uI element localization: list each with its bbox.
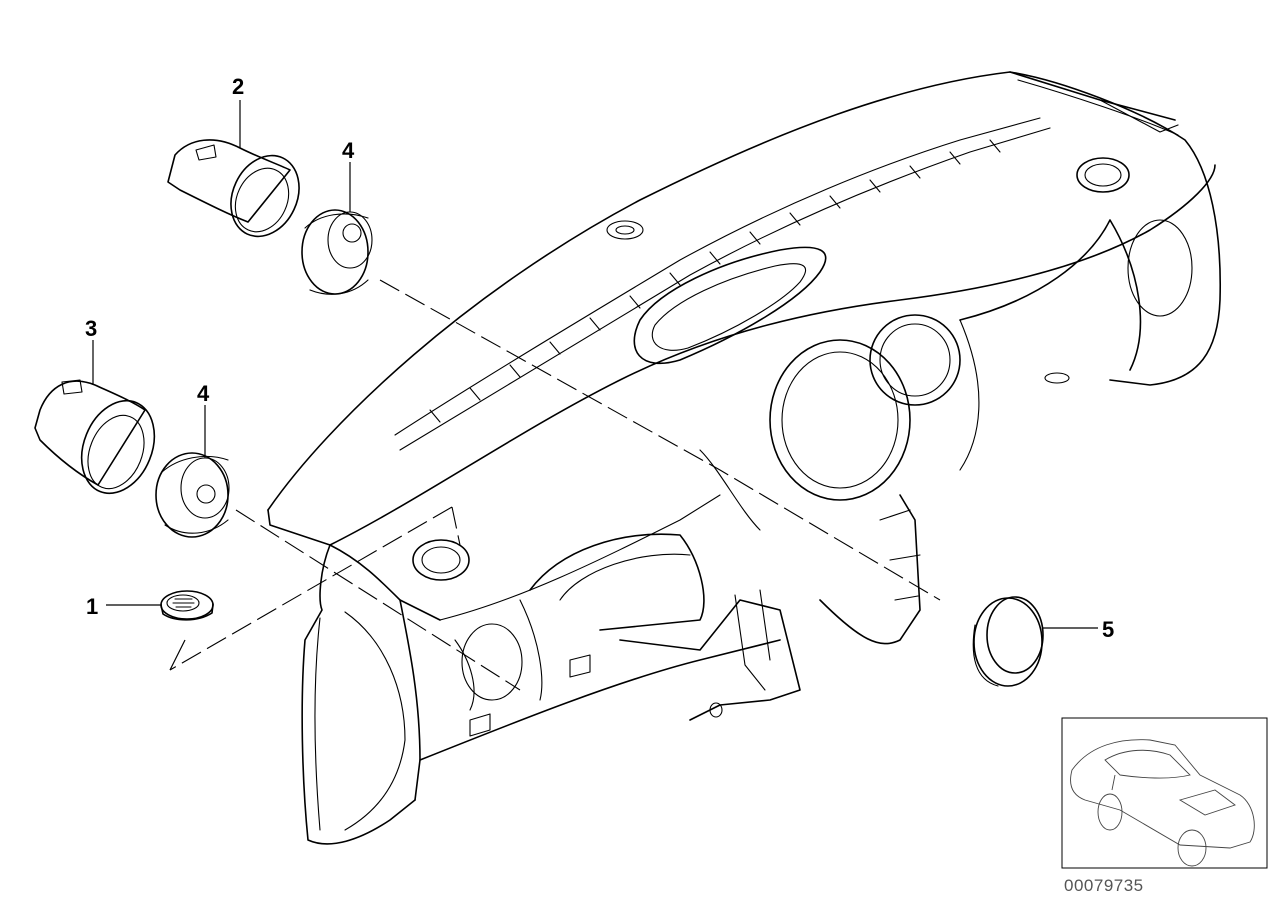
leader-lines [92,100,1098,629]
assembly-lines [169,279,941,691]
callout-4-lower: 4 [197,381,210,406]
callout-labels: 1 2 3 4 4 5 [85,74,1114,642]
vehicle-thumbnail [1061,717,1268,869]
dashboard-assembly [267,71,1222,845]
part-4-vent-nozzle-upper [301,209,373,295]
callout-4-upper: 4 [342,138,355,163]
part-2-vent-housing [167,139,300,238]
part-3-vent-housing [34,379,156,495]
callout-1: 1 [86,594,98,619]
callout-5: 5 [1102,617,1114,642]
callout-2: 2 [232,74,244,99]
part-5-trim-ring [972,596,1044,687]
part-4-vent-nozzle-lower [155,452,230,538]
callout-3: 3 [85,316,97,341]
document-number: 00079735 [1064,876,1144,895]
part-1-small-vent [160,590,214,621]
